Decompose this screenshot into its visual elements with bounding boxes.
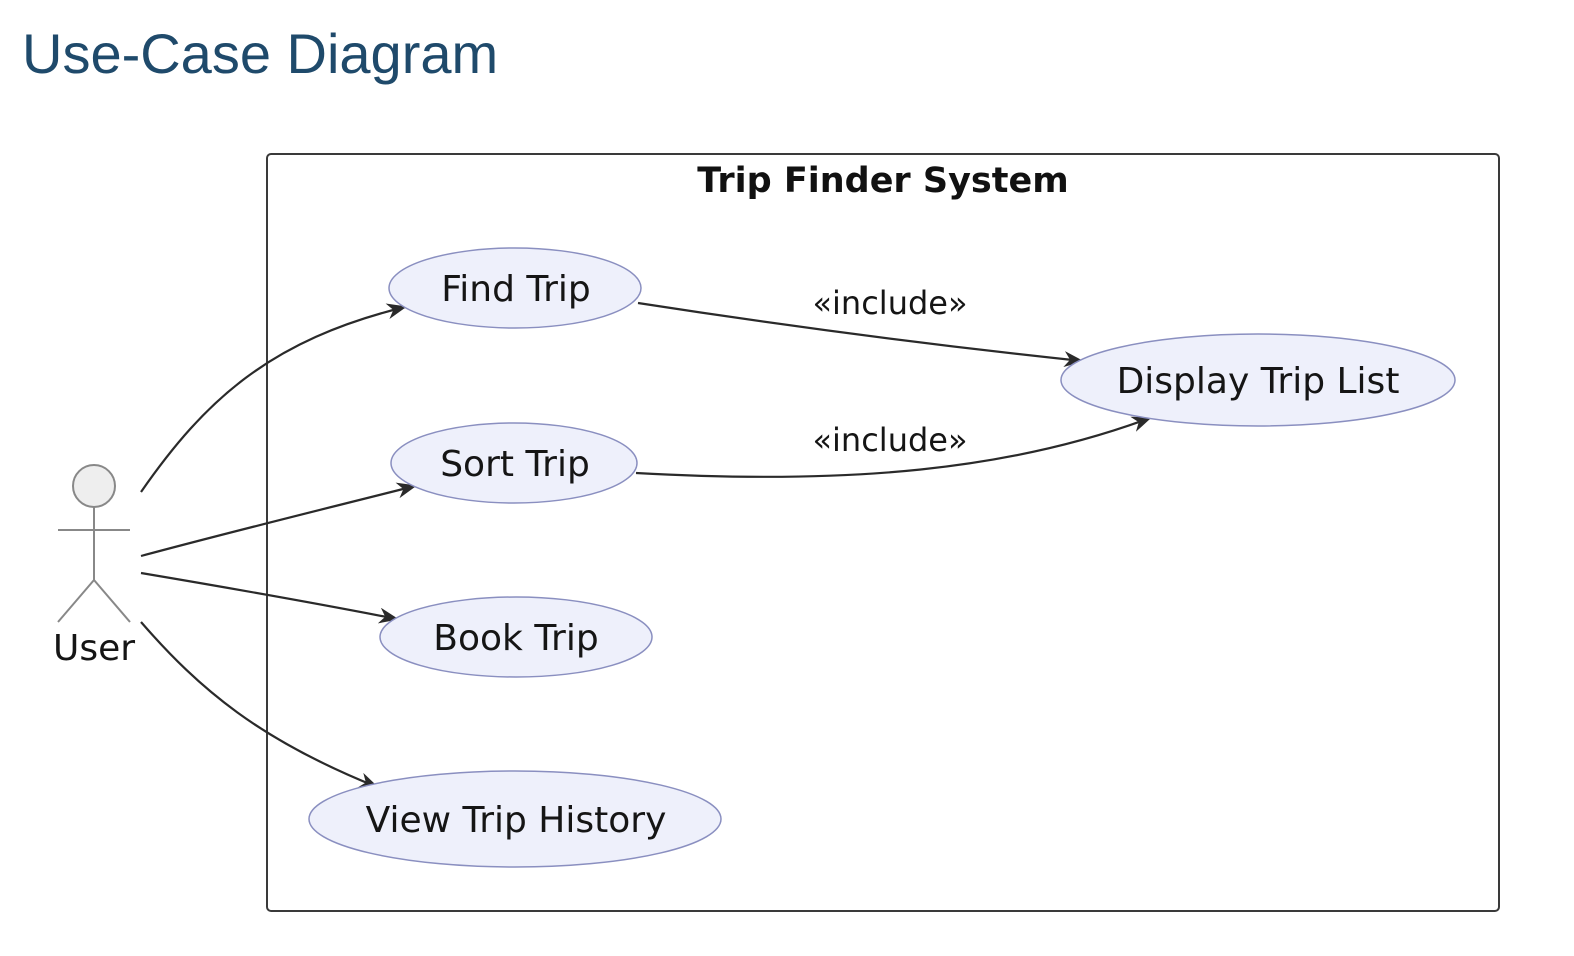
include-find-to-display	[637, 301, 1084, 368]
include-sort-to-display	[635, 416, 1152, 478]
usecase-display-trip-list[interactable]: Display Trip List	[1060, 333, 1456, 427]
actor-label: User	[53, 628, 135, 669]
usecase-label: Find Trip	[441, 269, 591, 310]
association-find-trip	[140, 303, 407, 493]
page-title: Use-Case Diagram	[22, 22, 499, 85]
actor-head	[72, 464, 116, 508]
usecase-label: Book Trip	[433, 618, 598, 659]
actor-user[interactable]: User	[53, 464, 135, 669]
include-label-find: «include»	[812, 284, 967, 322]
usecase-label: Display Trip List	[1117, 361, 1400, 402]
association-view-history	[140, 621, 379, 789]
system-title: Trip Finder System	[697, 161, 1068, 201]
usecase-view-trip-history[interactable]: View Trip History	[308, 770, 722, 868]
usecase-find-trip[interactable]: Find Trip	[388, 247, 642, 329]
usecase-label: View Trip History	[366, 800, 667, 841]
include-label-sort: «include»	[812, 421, 967, 459]
usecase-sort-trip[interactable]: Sort Trip	[390, 422, 638, 504]
association-book-trip	[140, 571, 399, 624]
actor-right-leg	[93, 579, 131, 623]
usecase-book-trip[interactable]: Book Trip	[379, 596, 653, 678]
actor-left-leg	[57, 579, 95, 623]
usecase-label: Sort Trip	[440, 444, 590, 485]
association-sort-trip	[140, 482, 417, 558]
